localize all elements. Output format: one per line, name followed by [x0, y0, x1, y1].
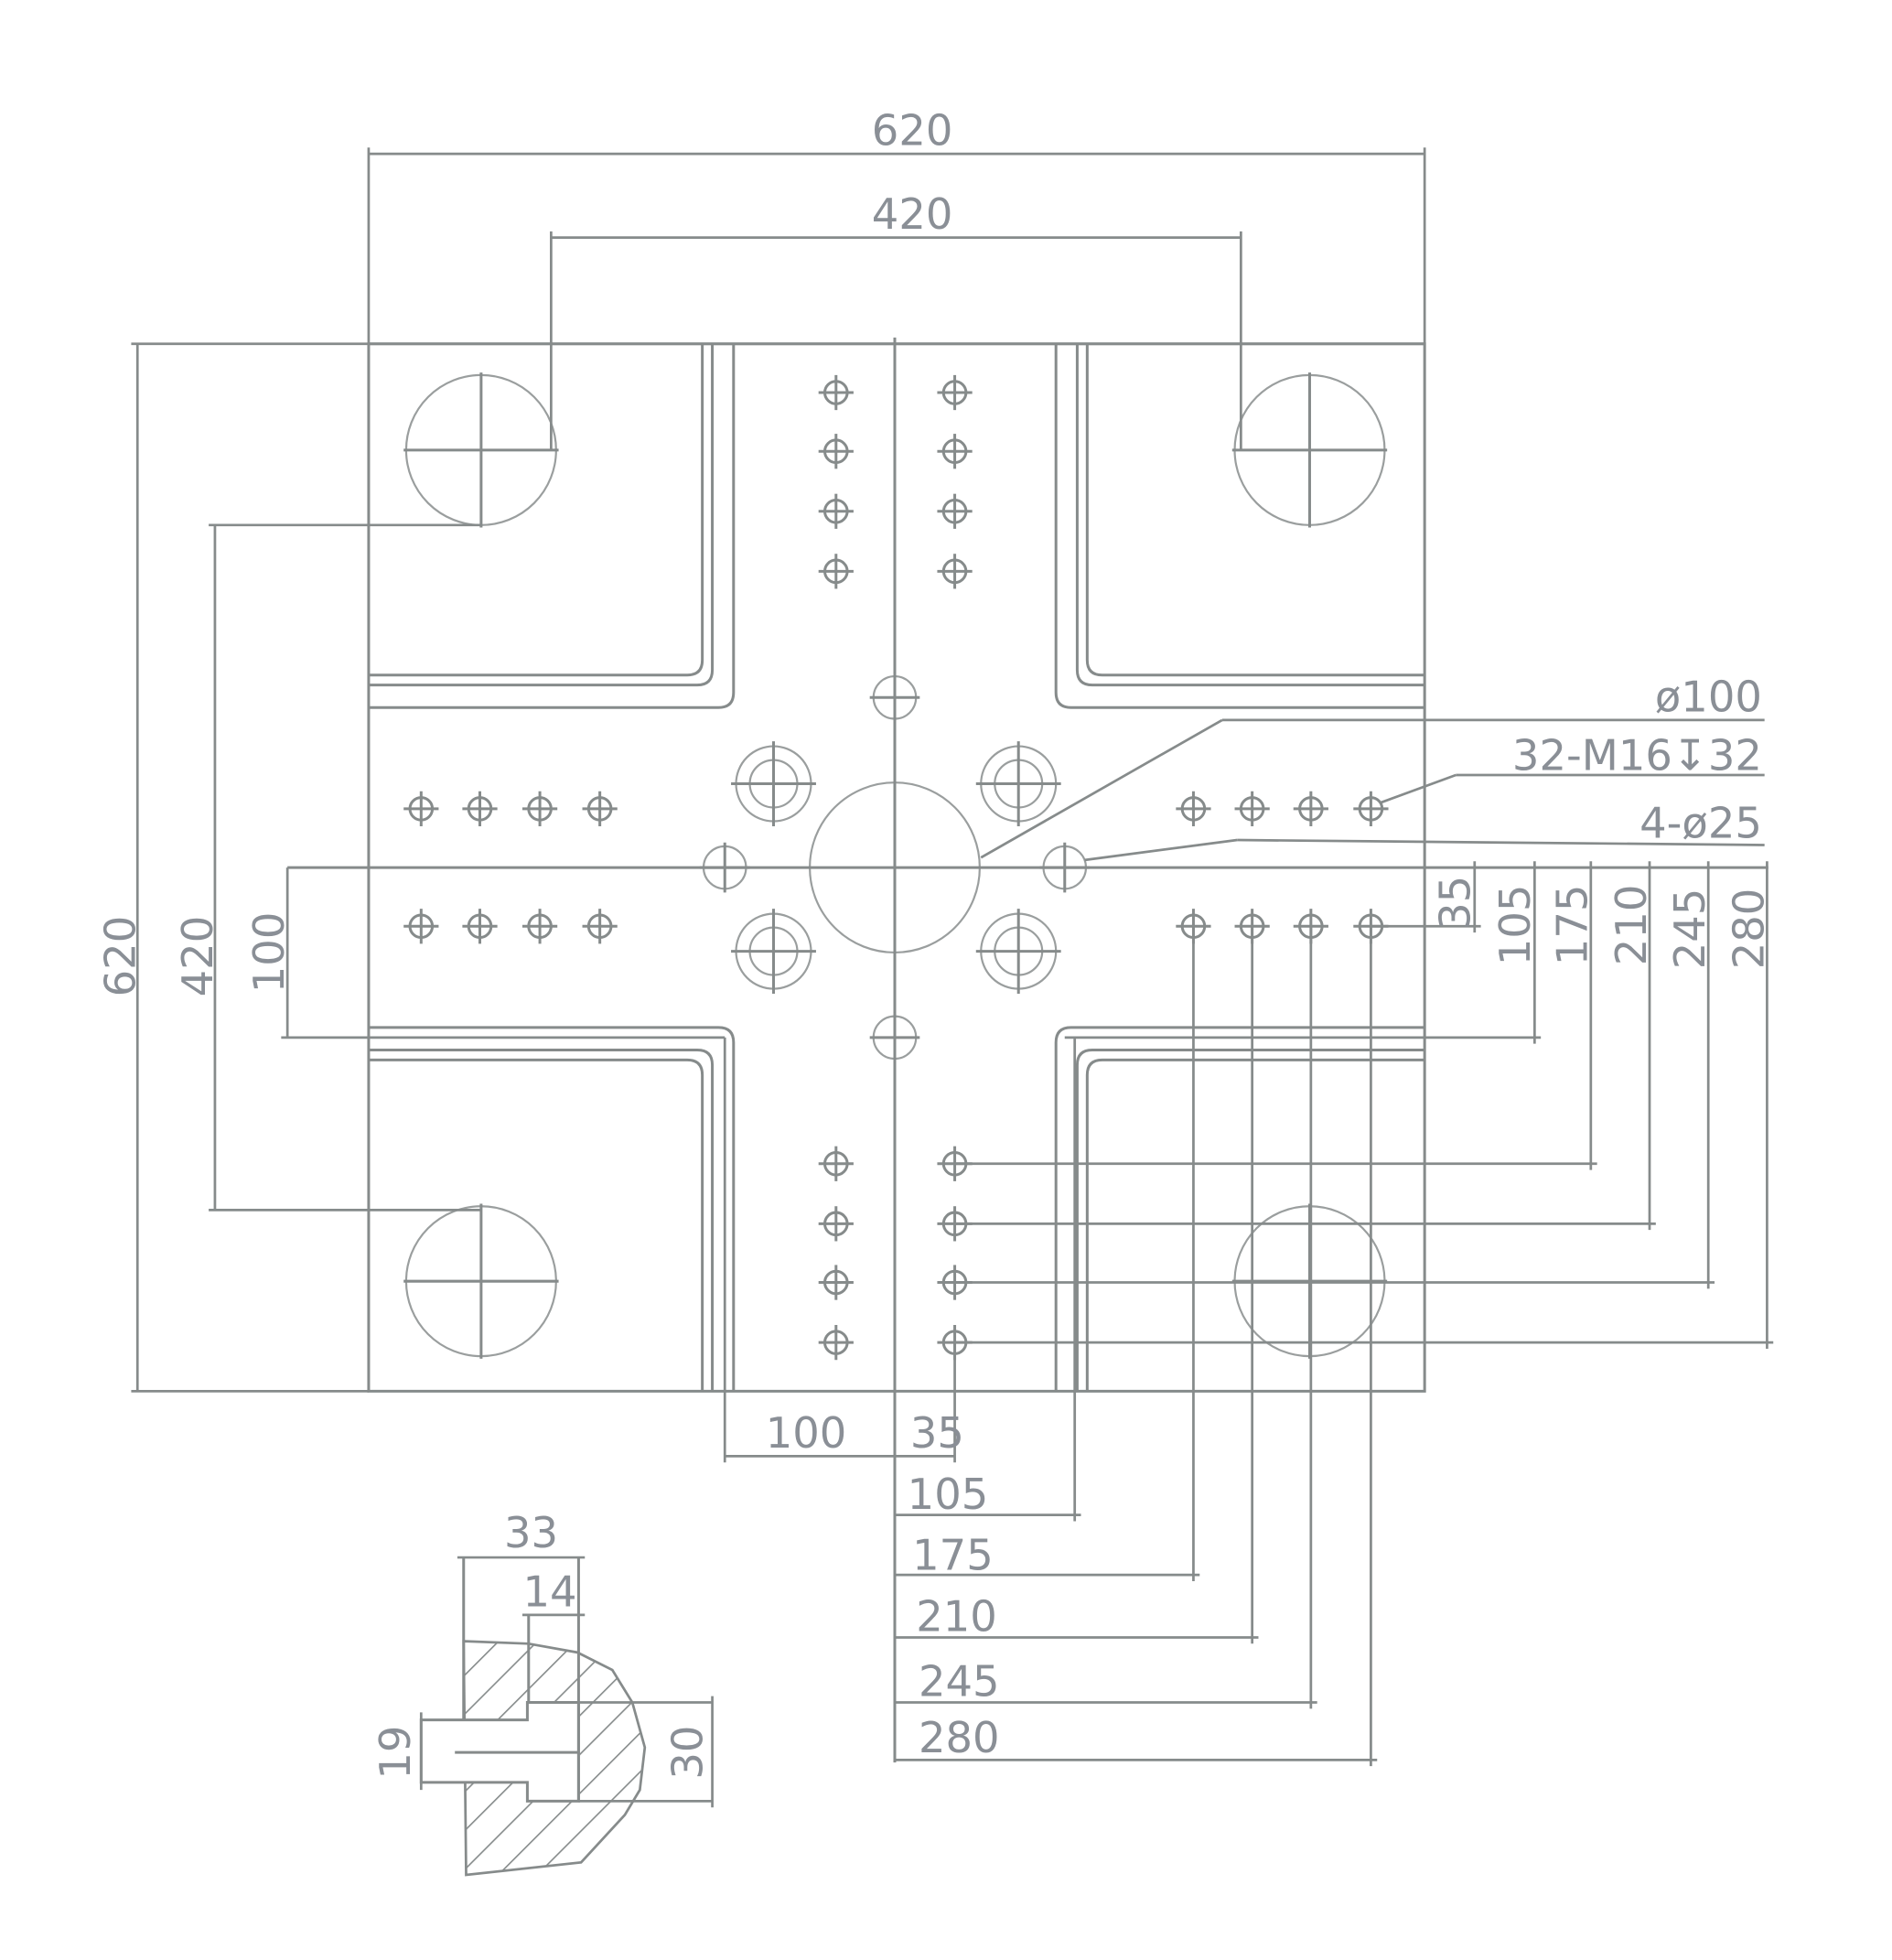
- dim-bottom-280: 280: [919, 1713, 1000, 1762]
- section-dim-30: 30: [663, 1726, 713, 1780]
- dimension-line: [980, 718, 1223, 859]
- dim-left-100: 100: [244, 912, 294, 994]
- dim-right-35: 35: [1430, 876, 1479, 930]
- slot-edge-line: [1085, 1058, 1425, 1392]
- dim-bottom-210: 210: [916, 1592, 997, 1642]
- dim-top-620: 620: [872, 106, 953, 156]
- dim-right-280: 280: [1724, 888, 1773, 970]
- callout-locating-holes: 4-ø25: [1639, 798, 1762, 847]
- section-dim-33: 33: [504, 1508, 558, 1557]
- slot-edge-line: [1054, 1026, 1425, 1392]
- dim-left-420: 420: [173, 916, 222, 997]
- cross-slot-edges: [368, 343, 1425, 1392]
- dim-bottom-245: 245: [919, 1657, 1000, 1707]
- dimension-line: [1380, 773, 1457, 804]
- dimension-line: [1084, 838, 1238, 862]
- slot-edge-line: [1085, 343, 1425, 677]
- dimension-lines: [131, 147, 1774, 1767]
- t-slot-section-detail: 33 14 19 30: [371, 1508, 714, 1877]
- slot-edge-line: [368, 343, 704, 677]
- dim-bottom-35: 35: [910, 1408, 964, 1458]
- dim-left-620: 620: [96, 916, 145, 997]
- dim-right-175: 175: [1548, 885, 1597, 966]
- dim-top-420: 420: [872, 189, 953, 239]
- slot-edge-line: [1075, 343, 1425, 687]
- slot-edge-line: [368, 343, 715, 687]
- section-dim-19: 19: [371, 1726, 420, 1780]
- callout-tapped-holes: 32-M16↧32: [1512, 731, 1762, 781]
- dim-bottom-105: 105: [908, 1470, 989, 1519]
- dimension-line: [1237, 838, 1765, 846]
- dim-bottom-100: 100: [766, 1408, 847, 1458]
- slot-edge-line: [368, 343, 736, 709]
- section-dim-14: 14: [522, 1567, 576, 1616]
- dim-right-210: 210: [1607, 885, 1656, 966]
- dim-right-105: 105: [1490, 885, 1540, 966]
- slot-edge-line: [368, 1026, 736, 1392]
- slot-edge-line: [1054, 343, 1425, 709]
- slot-edge-line: [368, 1048, 715, 1392]
- dim-right-245: 245: [1665, 888, 1715, 970]
- center-features: [287, 337, 1768, 1763]
- slot-edge-line: [1075, 1048, 1425, 1392]
- dim-bottom-175: 175: [912, 1531, 994, 1580]
- callout-center-hole: ø100: [1655, 672, 1762, 721]
- slot-edge-line: [368, 1058, 704, 1392]
